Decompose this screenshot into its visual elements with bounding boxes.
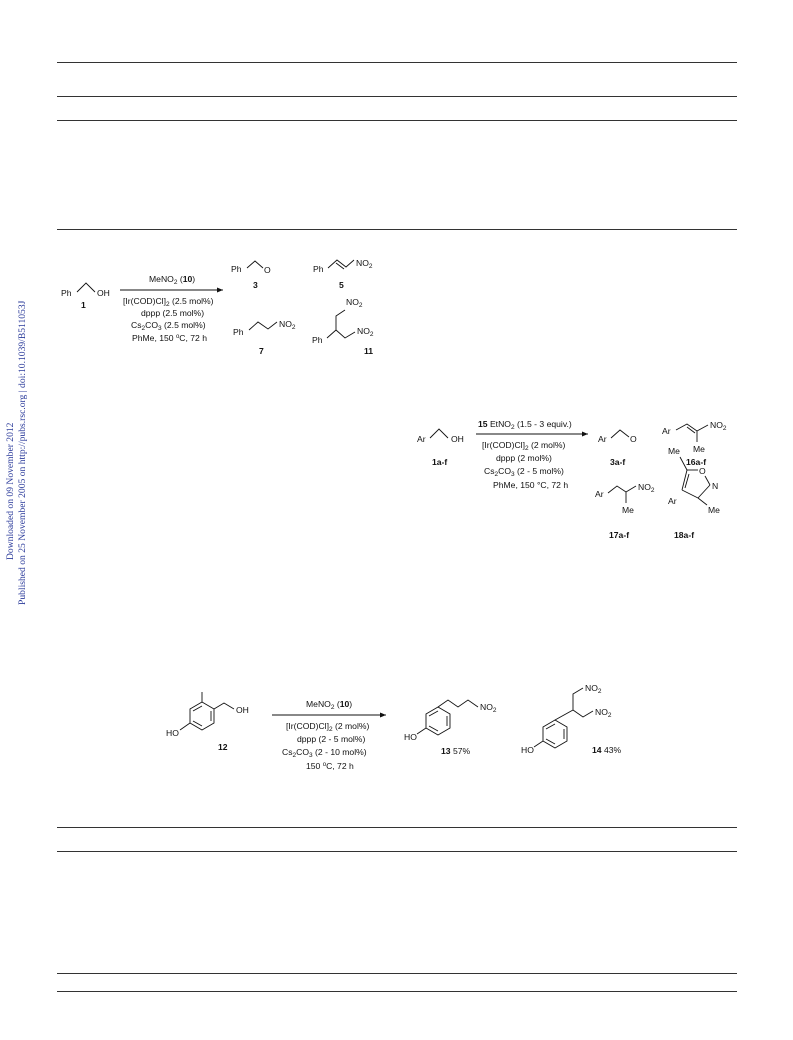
svg-text:Ar: Ar bbox=[668, 496, 677, 506]
rule-top-3 bbox=[57, 120, 737, 121]
condition-solvent-2: PhMe, 150 °C, 72 h bbox=[493, 480, 568, 490]
condition-catalyst: [Ir(COD)Cl]2 (2.5 mol%) bbox=[123, 296, 214, 308]
condition-ligand-3: dppp (2 - 5 mol%) bbox=[297, 734, 365, 744]
product-13: NO2 HO 13 57% bbox=[404, 699, 497, 756]
reactant-number: 1 bbox=[81, 300, 86, 310]
watermark-published: Published on 25 November 2005 on http://… bbox=[17, 300, 28, 605]
svg-text:NO2: NO2 bbox=[346, 297, 363, 309]
product-16a-f: Ar NO2 Me 16a-f bbox=[662, 420, 727, 467]
condition-base: Cs2CO3 (2.5 mol%) bbox=[131, 320, 206, 332]
svg-text:Me: Me bbox=[668, 446, 680, 456]
product-3a-f: Ar O 3a-f bbox=[598, 429, 637, 467]
svg-text:Me: Me bbox=[693, 444, 705, 454]
reactant-1a-f: Ar OH 1a-f bbox=[417, 428, 464, 467]
svg-text:Me: Me bbox=[708, 505, 720, 515]
svg-text:Ar: Ar bbox=[662, 426, 671, 436]
condition-temp-3: 150 oC, 72 h bbox=[306, 761, 354, 771]
product-7: Ph NO2 7 bbox=[233, 319, 296, 356]
svg-text:7: 7 bbox=[259, 346, 264, 356]
rule-mid-2 bbox=[57, 827, 737, 828]
reactant-oh: OH bbox=[97, 288, 110, 298]
product-11: Ph NO2 NO2 11 bbox=[312, 297, 374, 356]
svg-text:5: 5 bbox=[339, 280, 344, 290]
product-3: Ph O 3 bbox=[231, 260, 271, 290]
condition-ligand-2: dppp (2 mol%) bbox=[496, 453, 552, 463]
svg-text:17a-f: 17a-f bbox=[609, 530, 629, 540]
svg-text:3a-f: 3a-f bbox=[610, 457, 625, 467]
svg-text:O: O bbox=[699, 466, 706, 476]
svg-text:NO2: NO2 bbox=[356, 258, 373, 270]
rule-bottom-2 bbox=[57, 991, 737, 992]
condition-catalyst-2: [Ir(COD)Cl]2 (2 mol%) bbox=[482, 440, 565, 452]
rule-mid-1 bbox=[57, 229, 737, 230]
svg-text:11: 11 bbox=[364, 346, 373, 356]
condition-reagent-3: MeNO2 (10) bbox=[306, 699, 352, 711]
rule-mid-3 bbox=[57, 851, 737, 852]
svg-text:NO2: NO2 bbox=[357, 326, 374, 338]
svg-text:Ar: Ar bbox=[417, 434, 426, 444]
svg-text:18a-f: 18a-f bbox=[674, 530, 694, 540]
svg-text:3: 3 bbox=[253, 280, 258, 290]
reactant-12: OH HO 12 bbox=[166, 692, 249, 752]
svg-text:Ph: Ph bbox=[313, 264, 324, 274]
svg-text:NO2: NO2 bbox=[638, 482, 655, 494]
svg-text:Ar: Ar bbox=[598, 434, 607, 444]
scheme-1: Ph OH 1 MeNO2 (10) [Ir(COD)Cl]2 (2.5 mol… bbox=[55, 250, 395, 365]
rule-bottom-1 bbox=[57, 973, 737, 974]
svg-text:NO2: NO2 bbox=[585, 683, 602, 695]
svg-text:Ph: Ph bbox=[231, 264, 242, 274]
svg-text:O: O bbox=[264, 265, 271, 275]
reactant-1: Ph OH 1 bbox=[61, 282, 110, 310]
rule-top-1 bbox=[57, 62, 737, 63]
condition-reagent-2: 15 EtNO2 (1.5 - 3 equiv.) bbox=[478, 419, 572, 431]
svg-text:Me: Me bbox=[622, 505, 634, 515]
svg-text:N: N bbox=[712, 481, 718, 491]
watermark-downloaded: Downloaded on 09 November 2012 bbox=[5, 422, 16, 560]
svg-text:HO: HO bbox=[521, 745, 534, 755]
rule-top-2 bbox=[57, 96, 737, 97]
svg-text:13 57%: 13 57% bbox=[441, 746, 471, 756]
svg-text:1a-f: 1a-f bbox=[432, 457, 447, 467]
svg-text:NO2: NO2 bbox=[595, 707, 612, 719]
reactant-ph: Ph bbox=[61, 288, 72, 298]
scheme-2: Ar OH 1a-f 15 EtNO2 (1.5 - 3 equiv.) [Ir… bbox=[410, 410, 740, 555]
svg-text:14 43%: 14 43% bbox=[592, 745, 622, 755]
svg-text:HO: HO bbox=[404, 732, 417, 742]
condition-base-3: Cs2CO3 (2 - 10 mol%) bbox=[282, 747, 367, 759]
scheme-3: OH HO 12 MeNO2 (10) [Ir(COD)Cl]2 (2 mol%… bbox=[160, 680, 660, 790]
svg-text:NO2: NO2 bbox=[480, 702, 497, 714]
svg-text:NO2: NO2 bbox=[710, 420, 727, 432]
svg-text:16a-f: 16a-f bbox=[686, 457, 706, 467]
svg-text:OH: OH bbox=[451, 434, 464, 444]
product-14: NO2 NO2 HO 14 43% bbox=[521, 683, 622, 755]
svg-text:Ph: Ph bbox=[233, 327, 244, 337]
product-18a-f: Me O N Ar Me 18a-f bbox=[668, 446, 720, 540]
condition-catalyst-3: [Ir(COD)Cl]2 (2 mol%) bbox=[286, 721, 369, 733]
svg-text:NO2: NO2 bbox=[279, 319, 296, 331]
svg-text:Ph: Ph bbox=[312, 335, 323, 345]
condition-base-2: Cs2CO3 (2 - 5 mol%) bbox=[484, 466, 564, 478]
condition-solvent: PhMe, 150 oC, 72 h bbox=[132, 333, 207, 343]
svg-text:12: 12 bbox=[218, 742, 228, 752]
svg-text:Ar: Ar bbox=[595, 489, 604, 499]
condition-reagent: MeNO2 (10) bbox=[149, 274, 195, 286]
download-watermark: Downloaded on 09 November 2012 Published… bbox=[2, 265, 32, 610]
svg-text:HO: HO bbox=[166, 728, 179, 738]
condition-ligand: dppp (2.5 mol%) bbox=[141, 308, 204, 318]
svg-text:O: O bbox=[630, 434, 637, 444]
product-5: Ph NO2 5 bbox=[313, 258, 373, 290]
svg-text:OH: OH bbox=[236, 705, 249, 715]
product-17a-f: Ar NO2 Me 17a-f bbox=[595, 482, 655, 540]
